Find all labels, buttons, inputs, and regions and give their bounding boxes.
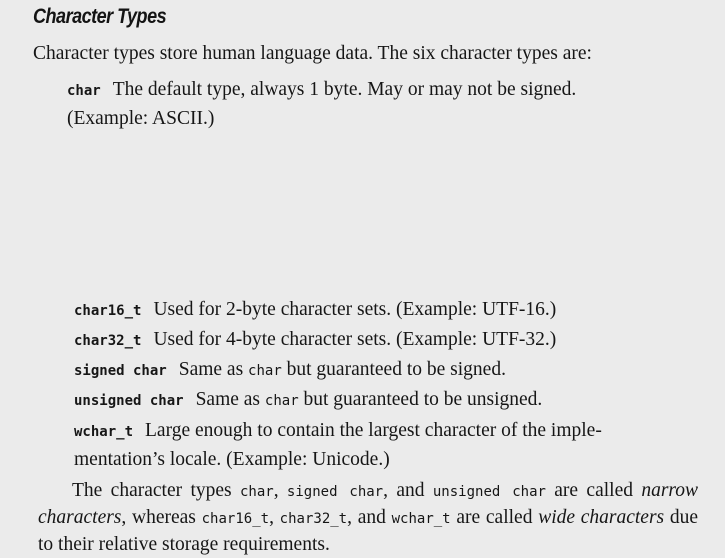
closing-text: , and bbox=[383, 480, 425, 501]
section-heading: Character Types bbox=[33, 5, 167, 28]
type-description: Used for 2-byte character sets. (Example… bbox=[153, 299, 557, 320]
inline-code: char bbox=[248, 363, 282, 379]
inline-code: char bbox=[264, 393, 299, 409]
type-entry-char16: char16_t Used for 2-byte character sets. … bbox=[74, 296, 714, 325]
type-description: Used for 4-byte character sets. (Example… bbox=[153, 329, 557, 350]
type-term: char16_t bbox=[74, 303, 142, 319]
type-description: Large enough to contain the largest char… bbox=[145, 420, 602, 441]
type-term: unsigned char bbox=[74, 393, 184, 409]
type-term: char bbox=[67, 83, 101, 99]
inline-code: wchar_t bbox=[391, 511, 451, 527]
closing-text: , bbox=[269, 507, 274, 528]
type-description: The default type, always 1 byte. May or … bbox=[112, 79, 577, 100]
type-description-continued: mentation’s locale. (Example: Unicode.) bbox=[74, 449, 390, 470]
type-term: char32_t bbox=[74, 333, 142, 349]
closing-text: are called bbox=[456, 507, 533, 528]
emphasis-term: narrow characters bbox=[38, 480, 699, 528]
emphasis-term: wide characters bbox=[538, 507, 665, 528]
inline-code: signed char bbox=[286, 484, 384, 500]
type-entry-char: char The default type, always 1 byte. May… bbox=[67, 76, 707, 132]
type-entry-char32: char32_t Used for 4-byte character sets. … bbox=[74, 326, 714, 355]
inline-code: unsigned char bbox=[432, 484, 546, 500]
type-term: wchar_t bbox=[74, 424, 134, 440]
inline-code: char bbox=[239, 484, 274, 500]
type-description: Same as bbox=[195, 389, 261, 410]
type-description: Same as bbox=[178, 359, 244, 380]
type-entry-wchar: wchar_t Large enough to contain the large… bbox=[74, 417, 714, 473]
type-entry-signed-char: signed char Same as char but guaranteed t… bbox=[74, 356, 714, 385]
inline-code: char16_t bbox=[201, 511, 270, 527]
closing-text: The character types bbox=[72, 480, 232, 501]
type-description-continued: (Example: ASCII.) bbox=[67, 108, 215, 129]
closing-text: , whereas bbox=[121, 507, 196, 528]
closing-text: due to their relative storage requiremen… bbox=[38, 507, 699, 555]
closing-text: are called bbox=[554, 480, 633, 501]
closing-text: , bbox=[273, 480, 279, 501]
closing-text: , and bbox=[347, 507, 386, 528]
type-entry-unsigned-char: unsigned char Same as char but guaranteed… bbox=[74, 386, 714, 415]
closing-paragraph: The character types char, signed char, a… bbox=[38, 478, 698, 557]
type-description-rest: but guaranteed to be signed. bbox=[286, 359, 506, 380]
inline-code: char32_t bbox=[279, 511, 348, 527]
intro-paragraph: Character types store human language dat… bbox=[33, 43, 592, 64]
type-description-rest: but guaranteed to be unsigned. bbox=[303, 389, 543, 410]
type-term: signed char bbox=[74, 363, 167, 379]
